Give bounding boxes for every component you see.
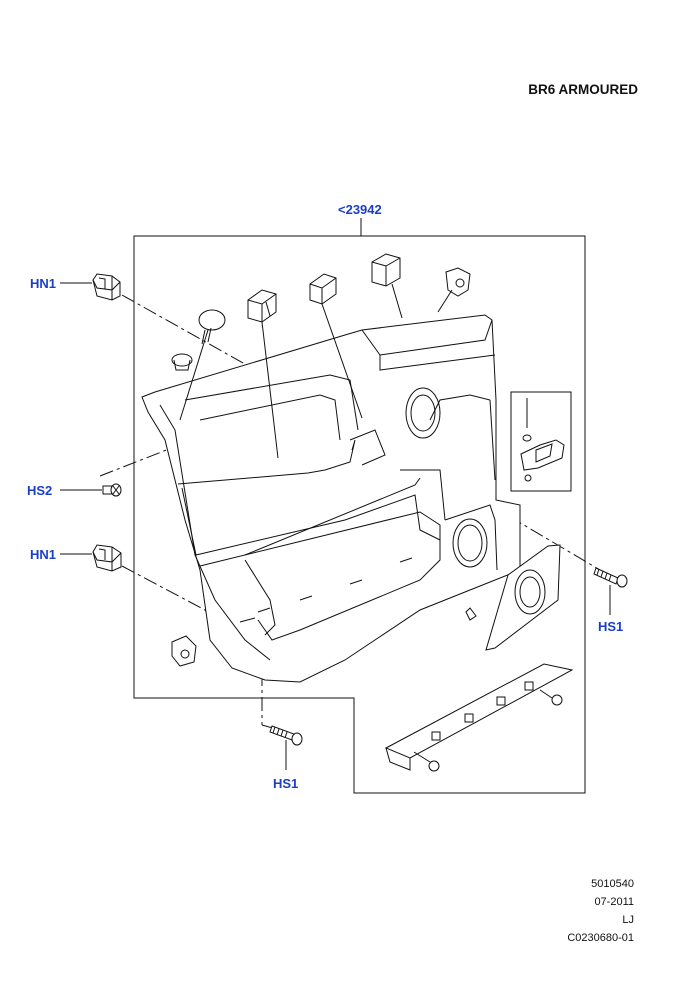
callout-hn1-top[interactable]: HN1 [30, 276, 57, 291]
retainer-clip-b-icon [309, 273, 337, 305]
footer-ref: C0230680-01 [567, 932, 634, 944]
part-leaders [179, 283, 453, 459]
leader-lines [60, 282, 611, 770]
callout-hs1-right[interactable]: HS1 [598, 619, 624, 634]
cap-plug-icon [198, 309, 226, 345]
sill-strip [384, 663, 574, 772]
callout-assembly[interactable]: <23942 [338, 202, 382, 217]
door-trim-panel [141, 314, 521, 683]
hs2-screw-icon [102, 483, 122, 497]
footer-date: 07-2011 [594, 896, 634, 908]
hs1-screw-bottom-icon [269, 725, 303, 746]
diagram-title: BR6 ARMOURED [528, 82, 638, 97]
push-clip-top-icon [445, 267, 471, 297]
callout-hs2[interactable]: HS2 [27, 483, 53, 498]
callout-hn1-lower[interactable]: HN1 [30, 547, 57, 562]
retainer-clip-a-icon [247, 289, 277, 323]
hn1-clip-top-icon [92, 273, 121, 301]
hn1-clip-lower-icon [92, 544, 122, 572]
inset-detail-box [510, 391, 572, 492]
speaker-trim-right [465, 544, 561, 651]
grommet-icon [171, 353, 193, 371]
push-clip-lower-icon [171, 635, 197, 667]
footer-initials: LJ [622, 914, 634, 926]
callout-hs1-bottom[interactable]: HS1 [273, 776, 299, 791]
hs1-screw-right-icon [593, 567, 628, 588]
footer-code: 5010540 [591, 878, 634, 890]
retainer-clip-c-icon [371, 253, 401, 287]
assembly-boundary [133, 218, 586, 794]
